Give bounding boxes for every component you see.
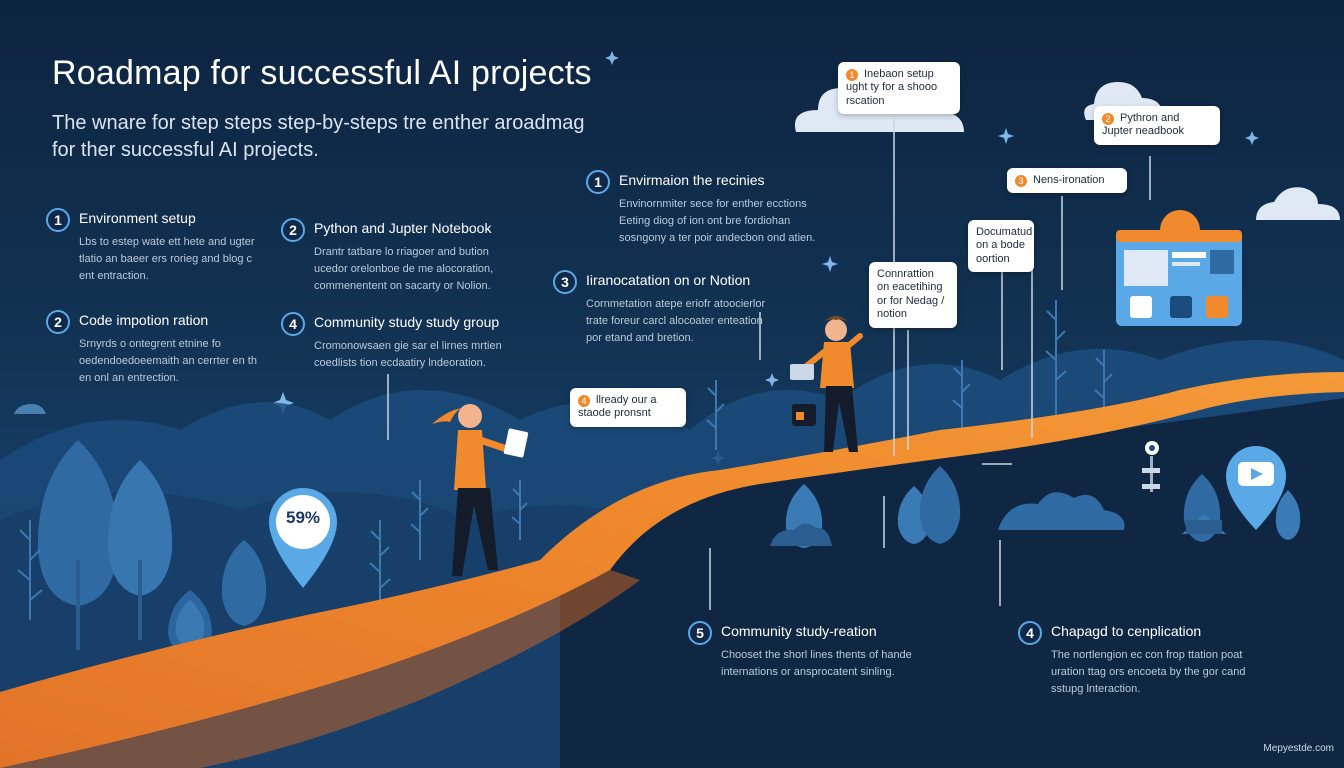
step-title: Chapagd to cenplication	[1051, 623, 1202, 639]
step-title: Code impotion ration	[79, 312, 209, 328]
step-number: 2	[281, 218, 305, 242]
step-description: Chooset the shorl lines thents of hande …	[721, 649, 912, 678]
step-number: 2	[46, 310, 70, 334]
dashboard-window	[1116, 210, 1242, 326]
watermark: Mepyestde.com	[1263, 743, 1334, 754]
right-plateau	[560, 398, 1344, 768]
step-number: 1	[586, 170, 610, 194]
step-number: 4	[1018, 621, 1042, 645]
step-description: The nortlengion ec con frop ttation poat…	[1051, 649, 1246, 695]
callout-text: Connrattion on eacetihing or for Nedag /…	[877, 268, 945, 321]
callout-documentation: Documatud on a bode oortion	[968, 220, 1034, 273]
callout-text: Nens-ironation	[1033, 174, 1105, 186]
step-title: Community study study group	[314, 314, 500, 330]
tablet-icon	[503, 428, 529, 458]
callout-integration: 3 Nens-ironation	[1007, 168, 1127, 194]
step-title: Envirmaion the recinies	[619, 172, 765, 188]
path-shade	[0, 570, 640, 768]
callout-badge-icon: 2	[1102, 112, 1114, 125]
step-description: Drantr tatbare lo rriagoer and bution uc…	[314, 246, 494, 292]
step-description: Lbs to estep wate ett hete and ugter tla…	[79, 236, 255, 282]
orange-path	[0, 372, 1344, 768]
step-title: Environment setup	[79, 210, 196, 226]
step-number: 5	[688, 621, 712, 645]
bushes	[998, 492, 1125, 530]
step-title: Python and Jupter Notebook	[314, 220, 492, 236]
pin-face	[276, 495, 330, 549]
step-description: Envinornmiter sece for enther ecctions E…	[619, 198, 816, 244]
step-description: Cornmetation atepe eriofr atoocierlor tr…	[586, 298, 766, 344]
bush	[770, 523, 832, 546]
callout-text: llready our a staode pronsnt	[578, 394, 657, 420]
callout-text: Inebaon setup ught ty for a shooo rscati…	[846, 68, 938, 107]
callout-badge-icon: 1	[846, 68, 858, 81]
callout-text: Pythron and Jupter neadbook	[1102, 112, 1184, 138]
step-number: 3	[553, 270, 577, 294]
callout-text: Documatud on a bode oortion	[976, 226, 1033, 265]
settings-icon	[1142, 441, 1160, 492]
page-title: Roadmap for successful AI projects	[52, 54, 592, 92]
person-with-tablet	[432, 404, 529, 576]
step-description: Cromonowsaen gie sar el lirnes mrtien co…	[314, 340, 502, 369]
person-with-laptop	[790, 316, 863, 452]
callout-connection-notion: Connrattion on eacetihing or for Nedag /…	[869, 262, 957, 328]
step-title: Iiranocatation on or Notion	[586, 272, 751, 288]
step-title: Community study-reation	[721, 623, 877, 639]
page-subtitle: The wnare for step steps step-by-steps t…	[52, 112, 585, 161]
laptop-icon	[790, 364, 814, 380]
step-description: Srnyrds o ontegrent etnine fo oedendoedo…	[79, 338, 257, 384]
step-number: 4	[281, 312, 305, 336]
progress-pin-label: 59%	[285, 508, 321, 527]
step-number: 1	[46, 208, 70, 232]
callout-badge-icon: 3	[1015, 174, 1027, 187]
callout-badge-icon: 4	[578, 394, 590, 407]
